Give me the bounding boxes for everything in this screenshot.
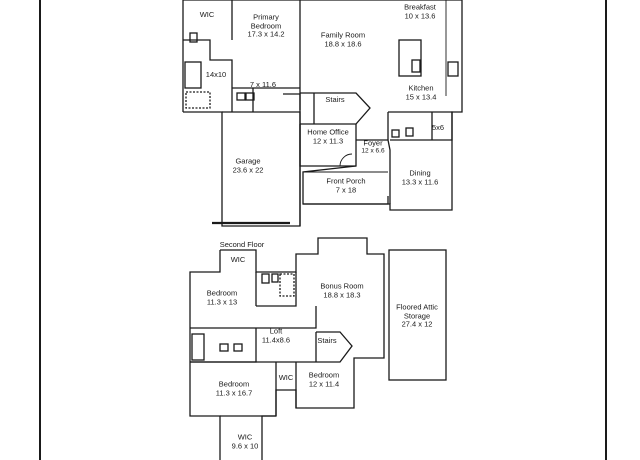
second-floor-title: Second Floor [219,239,265,249]
room-label-home-office: Home Office 12 x 11.3 [307,127,349,145]
room-label-pantry: 5x6 [431,122,445,132]
room-label-stairs-main: Stairs [325,94,345,104]
room-label-breakfast: Breakfast 10 x 13.6 [404,2,436,20]
room-label-bedroom-c: Bedroom 12 x 11.4 [308,370,340,388]
primary-suite-walls [183,0,301,112]
home-office-walls [299,124,357,167]
room-label-bonus-room: Bonus Room 18.8 x 18.3 [320,281,364,299]
attic-storage [388,249,447,381]
island-sink [411,59,421,73]
kitchen-walls [387,111,453,141]
room-label-garage: Garage 23.6 x 22 [232,156,264,174]
room-label-kitchen: Kitchen 15 x 13.4 [405,83,437,101]
kitchen-island [398,39,422,77]
toilet-main [189,32,198,43]
foyer-walls [302,139,391,205]
stairs-main [300,92,371,125]
sheet-border [39,0,607,460]
sink-main-2 [245,92,255,101]
room-label-family-room: Family Room 18.8 x 18.6 [320,30,366,48]
room-label-hall: 7 x 11.6 [249,79,277,89]
upper-sink-3 [233,343,243,352]
room-label-wic-bottom: WIC 9.6 x 10 [231,432,259,450]
room-label-wic-main: WIC [199,9,215,19]
room-label-bedroom-a: Bedroom 11.3 x 13 [206,288,238,306]
stairs-upper [315,331,353,363]
office-door-arc [339,153,353,167]
room-label-foyer: Foyer 12 x 6.6 [361,138,385,154]
room-label-primary-bath: 14x10 [205,69,227,79]
upper-sink-2 [219,343,229,352]
sink-main-1 [236,92,246,101]
range [447,61,459,77]
room-label-wic-up: WIC [230,254,246,264]
upper-sink [271,273,279,283]
second-floor-outline [189,237,385,460]
room-label-primary-bedroom: Primary Bedroom 17.3 x 14.2 [247,12,285,39]
room-label-stairs-upper: Stairs [317,335,337,345]
half-bath-toilet [405,127,414,137]
garage-walls [222,111,301,226]
bedroom-walls-lower [190,361,316,416]
upper-bath-walls [190,272,317,363]
upper-toilet [261,273,270,284]
first-floor-outline [182,0,463,227]
room-label-attic: Floored Attic Storage 27.4 x 12 [396,302,438,329]
room-label-loft: Loft 11.4x8.6 [261,326,291,344]
room-label-dining: Dining 13.3 x 11.6 [401,168,439,186]
room-label-wic-mid: WIC [278,372,294,382]
upper-bath-fixtures [279,273,295,297]
room-label-front-porch: Front Porch 7 x 18 [326,176,366,194]
room-label-bedroom-b: Bedroom 11.3 x 16.7 [215,379,253,397]
shower [185,91,211,109]
bathtub [184,61,202,89]
upper-tub [191,333,205,361]
half-bath-sink [391,129,400,138]
